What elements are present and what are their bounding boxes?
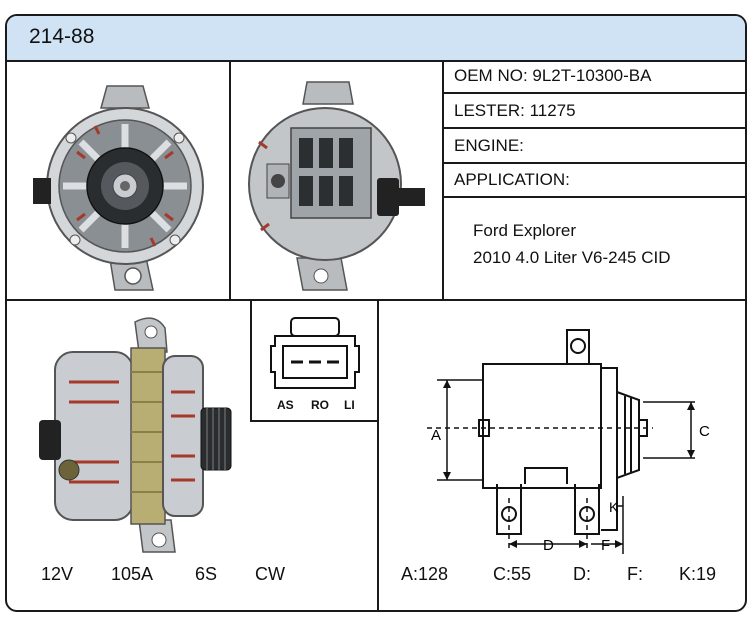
part-number: 214-88 bbox=[29, 25, 95, 48]
lester-number: LESTER: 11275 bbox=[454, 101, 576, 120]
alternator-rear-view bbox=[248, 81, 425, 291]
connector-box-left bbox=[250, 301, 252, 422]
divider-horizontal-main bbox=[7, 299, 745, 301]
divider-vertical-top-1 bbox=[229, 60, 231, 299]
rotation-value: CW bbox=[255, 564, 285, 584]
dimension-drawing: A C D F K bbox=[427, 329, 710, 554]
dimension-a-value: A:128 bbox=[401, 564, 449, 584]
alternator-side-view bbox=[39, 317, 232, 553]
connector-pin-ro: RO bbox=[311, 398, 329, 412]
connector-pin-li: LI bbox=[344, 398, 355, 412]
application-vehicle: Ford Explorer bbox=[473, 221, 576, 240]
dimension-label-c: C bbox=[699, 423, 710, 440]
engine-label: ENGINE: bbox=[454, 136, 524, 155]
voltage-value: 12V bbox=[41, 564, 74, 584]
dimension-k-value: K:19 bbox=[679, 564, 717, 584]
dimension-label-f: F bbox=[601, 537, 610, 554]
dimension-label-a: A bbox=[431, 427, 441, 444]
divider-vertical-bottom bbox=[377, 301, 379, 610]
application-label: APPLICATION: bbox=[454, 170, 570, 189]
amperage-value: 105A bbox=[111, 564, 154, 584]
oem-number: OEM NO: 9L2T-10300-BA bbox=[454, 66, 652, 85]
dimension-d-value: D: bbox=[573, 564, 591, 584]
divider-spec-row-1 bbox=[442, 92, 745, 94]
pulley-value: 6S bbox=[195, 564, 218, 584]
divider-spec-row-2 bbox=[442, 127, 745, 129]
connector-pin-as: AS bbox=[277, 398, 294, 412]
dimension-label-k: K bbox=[609, 499, 619, 515]
application-engine: 2010 4.0 Liter V6-245 CID bbox=[473, 248, 671, 267]
dimension-c-value: C:55 bbox=[493, 564, 532, 584]
divider-spec-row-4 bbox=[442, 196, 745, 198]
spec-sheet: 214-88 OEM NO: 9L2T-10300-BA LESTER: 112… bbox=[5, 14, 747, 612]
divider-vertical-top-2 bbox=[442, 60, 444, 299]
connector-diagram bbox=[270, 317, 360, 389]
connector-box-bottom bbox=[250, 420, 379, 422]
header-bar: 214-88 bbox=[7, 16, 745, 62]
dimension-label-d: D bbox=[543, 537, 554, 554]
alternator-front-view bbox=[33, 85, 204, 291]
dimension-f-value: F: bbox=[627, 564, 643, 584]
divider-spec-row-3 bbox=[442, 162, 745, 164]
